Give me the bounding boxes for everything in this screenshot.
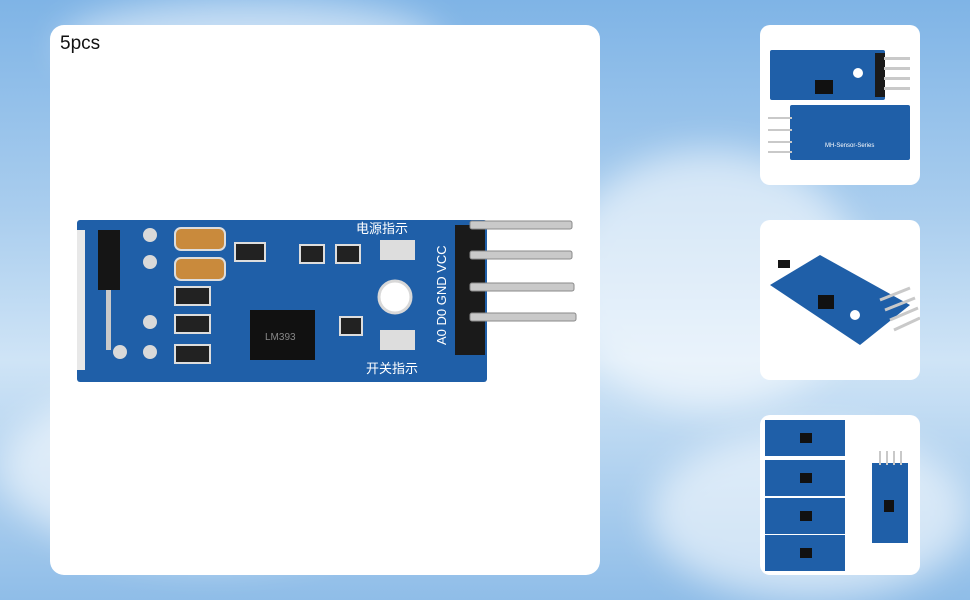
thumbnail-image [770,255,920,345]
capacitor [174,227,226,251]
svg-text:LM393: LM393 [265,332,296,343]
lm393-chip [250,310,315,360]
thumbnail-image [765,420,908,571]
thumbnail-five-boards[interactable] [760,415,920,575]
svg-text:MH-Sensor-Series: MH-Sensor-Series [825,143,874,149]
switch-label: 开关指示 [366,361,418,376]
mounting-hole [377,279,413,315]
hall-sensor [98,230,120,290]
thumbnail-angled[interactable] [760,220,920,380]
thumbnail-image: MH-Sensor-Series [768,50,910,160]
pin-labels: A0 D0 GND VCC [434,245,449,345]
thumbnail-front-back[interactable]: MH-Sensor-Series [760,25,920,185]
quantity-caption: 5pcs [60,33,101,54]
sensor-board-image: LM393 电源指示 开关指示 A0 D0 GND VCC [77,220,577,382]
power-label: 电源指示 [356,221,408,236]
power-led [380,240,415,260]
header-pins [469,220,577,322]
switch-led [380,330,415,350]
capacitor [174,257,226,281]
board-edge [77,230,85,370]
main-product-image[interactable]: 5pcs LM393 [50,25,600,575]
